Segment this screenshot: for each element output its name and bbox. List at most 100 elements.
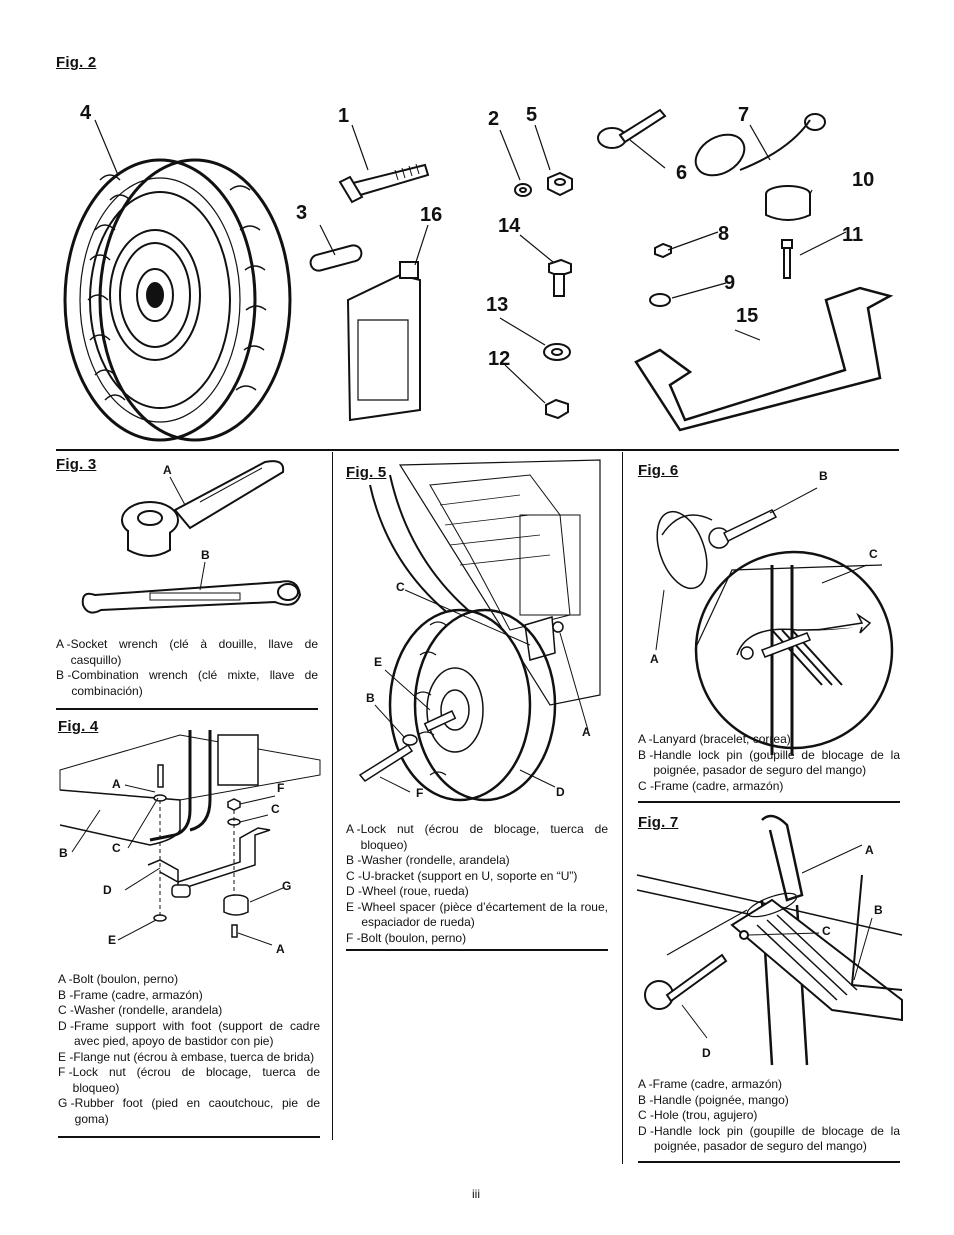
legend-key: D - xyxy=(58,1018,74,1033)
fig5-illustration xyxy=(330,455,610,805)
fig2-title: Fig. 2 xyxy=(56,54,97,71)
fig4-callout-b: B xyxy=(59,846,68,860)
fig4-callout-c-left: C xyxy=(112,841,121,855)
fig2-illustration xyxy=(0,0,954,450)
fig7-callout-a: A xyxy=(865,843,874,857)
legend-key: B - xyxy=(58,987,74,1002)
column-divider-left xyxy=(332,452,333,1140)
fig5-divider xyxy=(346,949,608,951)
legend-key: D - xyxy=(638,1123,654,1138)
callout-7: 7 xyxy=(738,104,750,126)
legend-item: A -Lock nut (écrou de blocage, tuerca de… xyxy=(346,822,608,853)
legend-text: Handle lock pin (goupille de blocage de … xyxy=(653,747,900,778)
legend-key: B - xyxy=(638,1092,654,1107)
legend-key: B - xyxy=(56,668,72,682)
fig5-callout-c: C xyxy=(396,580,405,594)
nut-12-illustration xyxy=(546,400,568,418)
legend-text: Handle lock pin (goupille de blocage de … xyxy=(654,1123,900,1154)
legend-text: Frame support with foot (support de cadr… xyxy=(74,1018,320,1049)
page-number: iii xyxy=(472,1187,480,1201)
legend-text: Combination wrench (clé mixte, llave de … xyxy=(71,668,318,698)
callout-6: 6 xyxy=(676,162,688,184)
legend-text: Bolt (boulon, perno) xyxy=(360,930,467,945)
legend-item: B -Combination wrench (clé mixte, llave … xyxy=(56,668,318,699)
legend-key: A - xyxy=(638,732,653,746)
legend-text: Washer (rondelle, arandela) xyxy=(361,853,510,867)
lock-pin-illustration xyxy=(598,110,665,148)
fig3-callout-a: A xyxy=(163,463,172,477)
legend-text: Bolt (boulon, perno) xyxy=(72,972,179,986)
fig4-callout-c-right: C xyxy=(271,802,280,816)
legend-key: A - xyxy=(56,637,71,651)
oil-bottle-illustration xyxy=(348,262,420,420)
fig2-divider xyxy=(56,449,899,451)
fig3-title: Fig. 3 xyxy=(56,456,97,473)
legend-text: Rubber foot (pied en caoutchouc, pie de … xyxy=(74,1096,320,1126)
fig4-divider xyxy=(58,1136,320,1138)
legend-text: Lock nut (écrou de blocage, tuerca de bl… xyxy=(72,1065,320,1095)
fig6-title: Fig. 6 xyxy=(638,462,679,479)
lanyard-illustration xyxy=(688,114,825,184)
fig3-illustration xyxy=(0,450,330,620)
callout-3: 3 xyxy=(296,202,308,224)
fig4-callout-a-top: A xyxy=(112,777,121,791)
legend-key: C - xyxy=(638,778,654,793)
fig7-callout-b: B xyxy=(874,903,883,917)
legend-key: D - xyxy=(346,884,362,898)
column-divider-right xyxy=(622,452,623,1164)
bolt-11-illustration xyxy=(782,240,792,278)
fig5-title: Fig. 5 xyxy=(346,464,387,481)
fig4-callout-f: F xyxy=(277,781,285,795)
callout-12: 12 xyxy=(488,348,511,370)
legend-key: A - xyxy=(346,822,361,836)
legend-item: F -Lock nut (écrou de blocage, tuerca de… xyxy=(58,1065,320,1096)
legend-text: Frame (cadre, armazón) xyxy=(654,778,784,793)
legend-key: C - xyxy=(58,1003,74,1017)
fig7-callout-c: C xyxy=(822,924,831,938)
fig4-callout-a-bottom: A xyxy=(276,942,285,956)
fig5-callout-f: F xyxy=(416,786,424,800)
washer-13-illustration xyxy=(544,344,570,360)
legend-text: Hole (trou, agujero) xyxy=(654,1108,758,1122)
fig6-callout-a: A xyxy=(650,652,659,666)
callout-2: 2 xyxy=(488,108,500,130)
legend-text: Lanyard (bracelet, correa) xyxy=(652,732,791,746)
fig7-legend: A -Frame (cadre, armazón) B -Handle (poi… xyxy=(638,1077,900,1155)
fig4-callout-e: E xyxy=(108,933,117,947)
fig7-title: Fig. 7 xyxy=(638,814,679,831)
legend-item: G -Rubber foot (pied en caoutchouc, pie … xyxy=(58,1096,320,1127)
fig6-callout-c: C xyxy=(869,547,878,561)
fig7-callout-d: D xyxy=(702,1046,711,1060)
legend-item: B -Handle lock pin (goupille de blocage … xyxy=(638,748,900,779)
legend-text: U-bracket (support en U, soporte en “U”) xyxy=(362,868,578,883)
legend-key: C - xyxy=(346,868,362,883)
callout-1: 1 xyxy=(338,105,350,127)
nut-8-illustration xyxy=(655,244,671,257)
rubber-foot-illustration xyxy=(766,186,810,220)
legend-key: E - xyxy=(346,899,362,914)
callout-14: 14 xyxy=(498,215,521,237)
fig7-divider xyxy=(638,1161,900,1163)
fig4-legend: A -Bolt (boulon, perno) B -Frame (cadre,… xyxy=(58,972,320,1127)
legend-text: Flange nut (écrou à embase, tuerca de br… xyxy=(73,1049,315,1064)
fig5-callout-a: A xyxy=(582,725,591,739)
fig6-illustration xyxy=(622,455,902,725)
legend-item: A -Frame (cadre, armazón) xyxy=(638,1077,900,1093)
legend-text: Frame (cadre, armazón) xyxy=(652,1077,783,1091)
legend-item: C -Frame (cadre, armazón) xyxy=(638,779,900,795)
callout-10: 10 xyxy=(852,169,875,191)
fig3-callout-b: B xyxy=(201,548,210,562)
fig4-callout-g: G xyxy=(282,879,292,893)
legend-item: B -Frame (cadre, armazón) xyxy=(58,988,320,1004)
legend-text: Lock nut (écrou de blocage, tuerca de bl… xyxy=(360,822,608,852)
fig3-divider xyxy=(56,708,318,710)
fig5-callout-b: B xyxy=(366,691,375,705)
fig6-callout-b: B xyxy=(819,469,828,483)
washer-9-illustration xyxy=(650,294,670,306)
legend-key: G - xyxy=(58,1096,75,1110)
washer-2-illustration xyxy=(515,184,531,196)
legend-item: F -Bolt (boulon, perno) xyxy=(346,931,608,947)
callout-13: 13 xyxy=(486,294,509,316)
legend-key: F - xyxy=(58,1065,73,1079)
legend-item: A -Socket wrench (clé à douille, llave d… xyxy=(56,637,318,668)
